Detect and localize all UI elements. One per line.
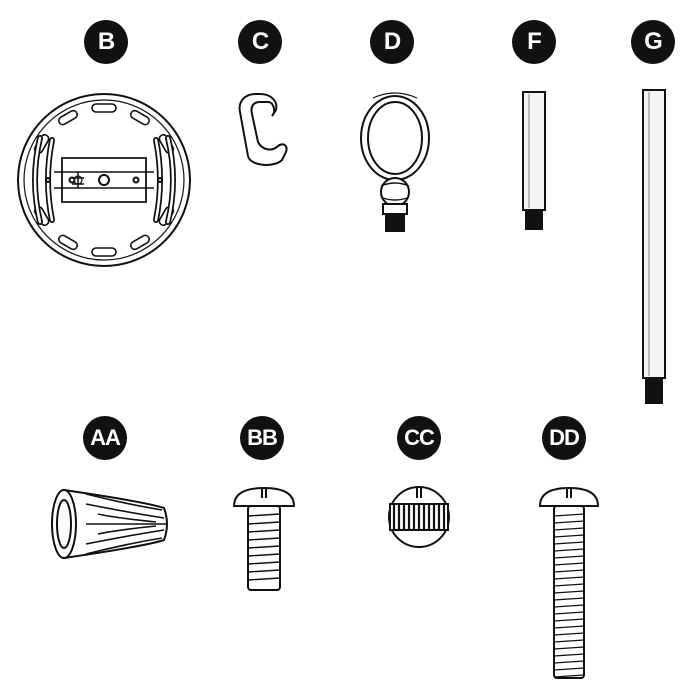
- wire-nut-icon: [51, 488, 168, 560]
- long-screw-icon: [538, 486, 600, 679]
- long-rod-icon: [642, 89, 666, 404]
- knurled-nut-icon: [388, 486, 450, 548]
- badge-bb: BB: [240, 416, 284, 460]
- loop-hook-icon: [360, 92, 430, 232]
- badge-f: F: [512, 20, 556, 64]
- mounting-plate-icon: [17, 93, 191, 267]
- badge-g: G: [631, 20, 675, 64]
- badge-b: B: [84, 20, 128, 64]
- badge-aa: AA: [83, 416, 127, 460]
- badge-c: C: [238, 20, 282, 64]
- badge-cc: CC: [397, 416, 441, 460]
- short-rod-icon: [522, 91, 546, 230]
- short-screw-icon: [232, 486, 296, 591]
- badge-d: D: [370, 20, 414, 64]
- badge-dd: DD: [542, 416, 586, 460]
- chain-link-icon: [238, 93, 288, 166]
